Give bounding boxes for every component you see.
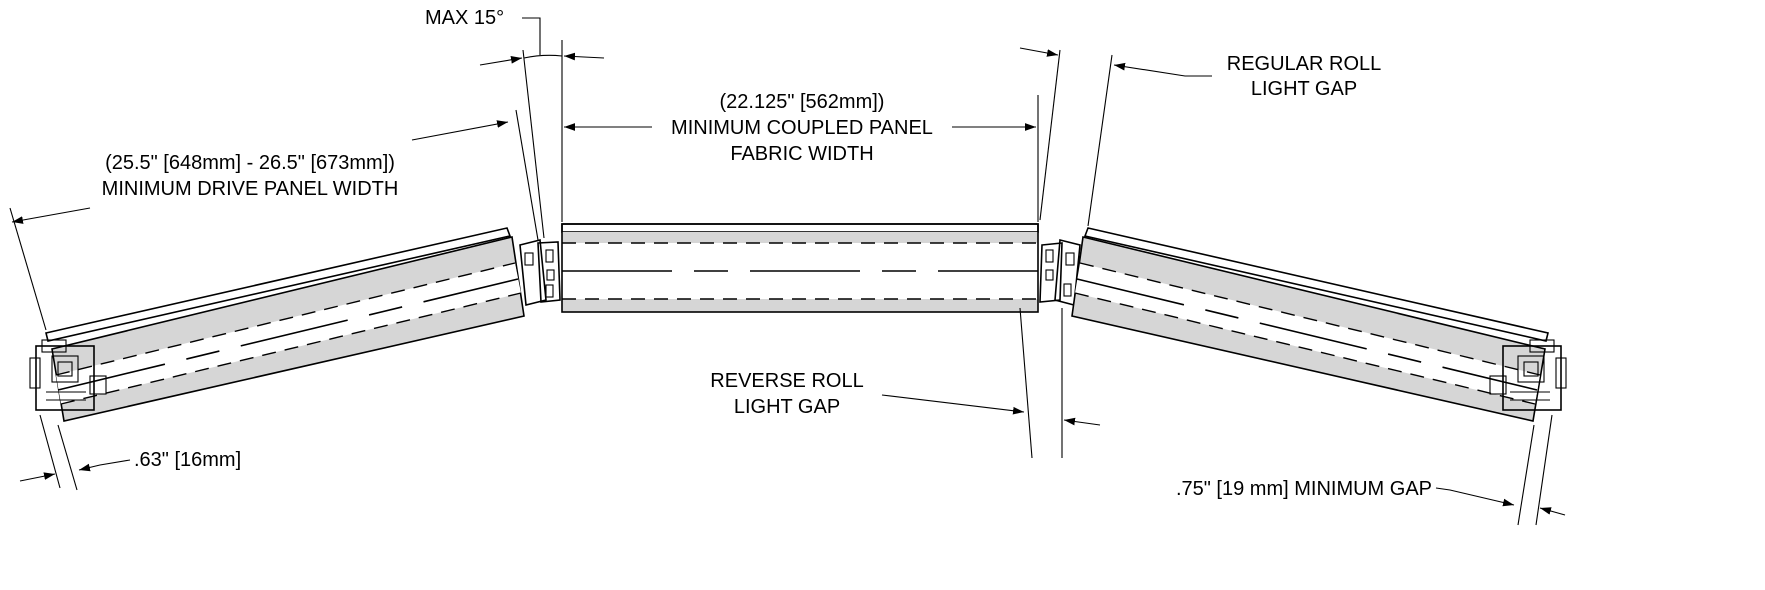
left-coupler [519,238,561,307]
minimum-gap-label: .75" [19 mm] MINIMUM GAP [1176,478,1432,500]
max-angle-label: MAX 15° [425,7,504,29]
left-drive-panel [45,227,525,422]
drive-width-label-line1: (25.5" [648mm] - 26.5" [673mm]) [105,152,395,174]
coupled-width-label-line2: MINIMUM COUPLED PANEL [671,117,933,139]
right-panel [1071,227,1549,422]
center-coupled-panel [561,223,1039,313]
coupled-width-label-line1: (22.125" [562mm]) [720,91,885,113]
bracket-gap-label: .63" [16mm] [134,449,241,471]
reverse-gap-label-line2: LIGHT GAP [734,396,840,418]
regular-gap-label-line1: REGULAR ROLL [1227,53,1382,75]
left-end-bracket [29,339,107,411]
reverse-gap-label-line1: REVERSE ROLL [710,370,863,392]
right-end-bracket [1489,339,1567,411]
coupled-width-label-line3: FABRIC WIDTH [730,143,873,165]
regular-gap-label-line2: LIGHT GAP [1251,78,1357,100]
extension-lines [9,40,1553,526]
drive-width-label-line2: MINIMUM DRIVE PANEL WIDTH [102,178,399,200]
right-coupler [1039,238,1081,307]
dimension-lines [11,17,1566,516]
